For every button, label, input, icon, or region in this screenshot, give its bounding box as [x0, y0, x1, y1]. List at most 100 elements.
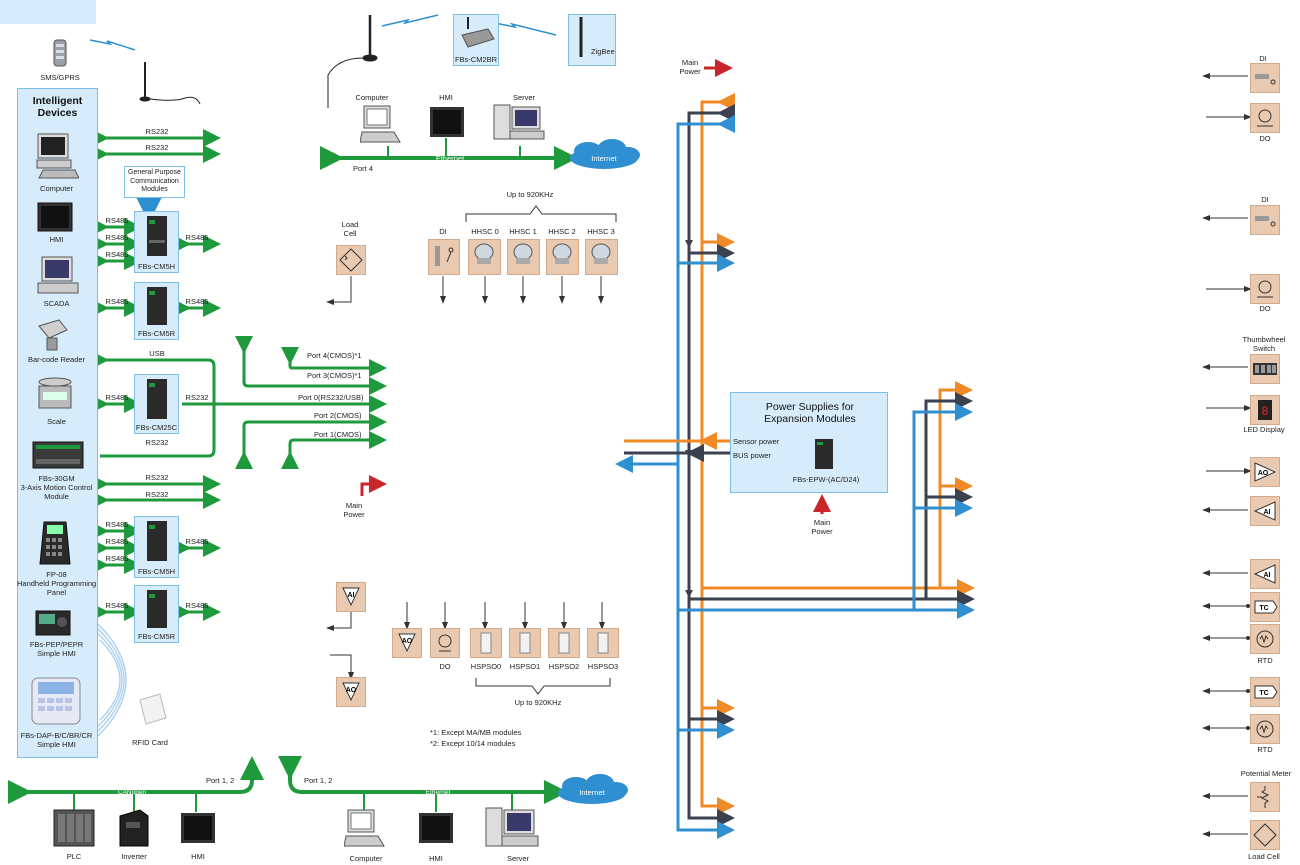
cm5h-module-top: FBs-CM5H: [134, 211, 179, 273]
right-tc2-text: TC: [1259, 690, 1268, 697]
ao-box: AO: [336, 677, 366, 707]
general-purpose-modules-label: General Purpose Communication Modules: [124, 166, 185, 198]
right-ai2-box: AI: [1250, 559, 1280, 589]
right-ai2-text: AI: [1264, 572, 1271, 579]
usb-label: USB: [149, 349, 165, 358]
eth-bottom-hmi-icon: [418, 812, 454, 849]
note1: *1: Except MA/MB modules: [430, 728, 522, 737]
right-rtd2-box: [1250, 714, 1280, 744]
port4-cmos-label: Port 4(CMOS)*1: [307, 351, 362, 360]
canopen-label: CANopen: [117, 789, 147, 796]
led-display-label: LED Display: [1243, 425, 1285, 434]
do-label: DO: [439, 662, 451, 671]
device-hmi-label: HMI: [49, 235, 64, 244]
device-pep-label: FBs-PEP/PEPR Simple HMI: [29, 640, 84, 658]
rs485-label: RS485: [105, 216, 129, 225]
wireless-bolts: [89, 14, 557, 51]
eth-top-ethernet-label: Ethernet: [435, 154, 465, 163]
rs232-label: RS232: [185, 393, 209, 402]
eth-top-hmi-label: HMI: [439, 93, 453, 102]
hspso1-box: [509, 628, 541, 658]
eth-bottom-computer-label: Computer: [349, 854, 383, 863]
eth-bottom-internet-label: Internet: [579, 788, 605, 797]
rs485-label: RS485: [185, 537, 209, 546]
right-ai-text: AI: [1264, 509, 1271, 516]
intelligent-devices-title: Intelligent Devices: [32, 95, 83, 119]
plc-icon: [52, 806, 96, 853]
device-dap-label: FBs-DAP-B/C/BR/CR Simple HMI: [20, 731, 93, 749]
main-power-bottom-label: Main Power: [811, 518, 833, 536]
cm5r-label: FBs-CM5R: [137, 329, 176, 338]
hhsc3-box: [585, 239, 618, 275]
cm5h-label: FBs-CM5H: [137, 567, 176, 576]
hspso3-box: [587, 628, 619, 658]
eth-top-computer-label: Computer: [355, 93, 389, 102]
ai-box: AI: [336, 582, 366, 612]
right-do-label: DO: [1259, 134, 1271, 143]
right-do-box: [1250, 103, 1280, 133]
cm2br-module: FBs-CM2BR: [453, 14, 499, 66]
hhsc0-label: HHSC 0: [471, 227, 499, 236]
right-rtd-box: [1250, 624, 1280, 654]
port2-cmos-label: Port 2(CMOS): [314, 411, 362, 420]
led-display-box: 8: [1250, 395, 1280, 425]
rs485-label: RS485: [105, 601, 129, 610]
rfid-card-label: RFID Card: [132, 738, 168, 747]
epw-module-icon: [813, 437, 835, 476]
ao-text: AO: [346, 687, 357, 694]
hspso0-label: HSPSO0: [470, 662, 502, 671]
power-supplies-box: Power Supplies for Expansion Modules Sen…: [730, 392, 888, 493]
hhsc1-label: HHSC 1: [509, 227, 537, 236]
hspso2-box: [548, 628, 580, 658]
rs485-label: RS485: [185, 601, 209, 610]
device-scada-label: SCADA: [43, 299, 70, 308]
right-di2-box: [1250, 205, 1280, 235]
rs485-label: RS485: [105, 233, 129, 242]
right-di2-label: DI: [1261, 195, 1269, 204]
computer-icon: [33, 132, 80, 185]
thumbwheel-box: [1250, 354, 1280, 384]
ao-box-2: AO: [392, 628, 422, 658]
inverter-label: Inverter: [121, 852, 147, 861]
right-tc2-box: TC: [1250, 677, 1280, 707]
right-ai-box: AI: [1250, 496, 1280, 526]
device-fp08-label: FP-08 Handheld Programming Panel: [17, 570, 97, 597]
rs485-label: RS485: [105, 393, 129, 402]
device-motion-label: FBs-30GM 3-Axis Motion Control Module: [20, 474, 93, 501]
canopen-hmi-label: HMI: [191, 852, 205, 861]
port12-canopen-label: Port 1, 2: [206, 776, 235, 785]
eth-top-internet-label: Internet: [591, 154, 617, 163]
di-box: [428, 239, 460, 275]
right-load-cell-box: [1250, 820, 1280, 850]
eth-top-server-icon: [490, 103, 550, 148]
port3-cmos-label: Port 3(CMOS)*1: [307, 371, 362, 380]
device-computer-label: Computer: [40, 184, 73, 193]
hspso3-label: HSPSO3: [587, 662, 619, 671]
right-tc-box: TC: [1250, 592, 1280, 622]
port0-label: Port 0(RS232/USB): [298, 393, 364, 402]
thumbwheel-label: Thumbwheel Switch: [1242, 335, 1286, 353]
note2: *2: Except 10/14 modules: [430, 739, 516, 748]
hhsc0-box: [468, 239, 501, 275]
device-barcode-label: Bar-code Reader: [27, 355, 86, 364]
rfid-card-icon: [136, 692, 168, 731]
hmi-icon: [37, 202, 73, 237]
hhsc2-label: HHSC 2: [548, 227, 576, 236]
di-label: DI: [439, 227, 447, 236]
cm25c-label: FBs-CM25C: [135, 423, 178, 432]
scada-icon: [36, 255, 80, 300]
zigbee-module: ZigBee: [568, 14, 616, 66]
right-ao-text: AO: [1258, 470, 1269, 477]
rs232-label: RS232: [145, 438, 169, 447]
cm2br-label: FBs-CM2BR: [454, 55, 498, 64]
right-di-box: [1250, 63, 1280, 93]
rs232-label: RS232: [145, 473, 169, 482]
hhsc2-box: [546, 239, 579, 275]
rs485-label: RS485: [105, 520, 129, 529]
eth-top-hmi-icon: [429, 106, 465, 143]
epw-module-label: FBs-EPW-(AC/D24): [792, 475, 860, 484]
power-supplies-title: Power Supplies for Expansion Modules: [764, 401, 856, 425]
up-to-920khz-label: Up to 920KHz: [514, 698, 562, 707]
antenna-top: [327, 15, 378, 108]
expansion-bus-left: [615, 93, 975, 839]
